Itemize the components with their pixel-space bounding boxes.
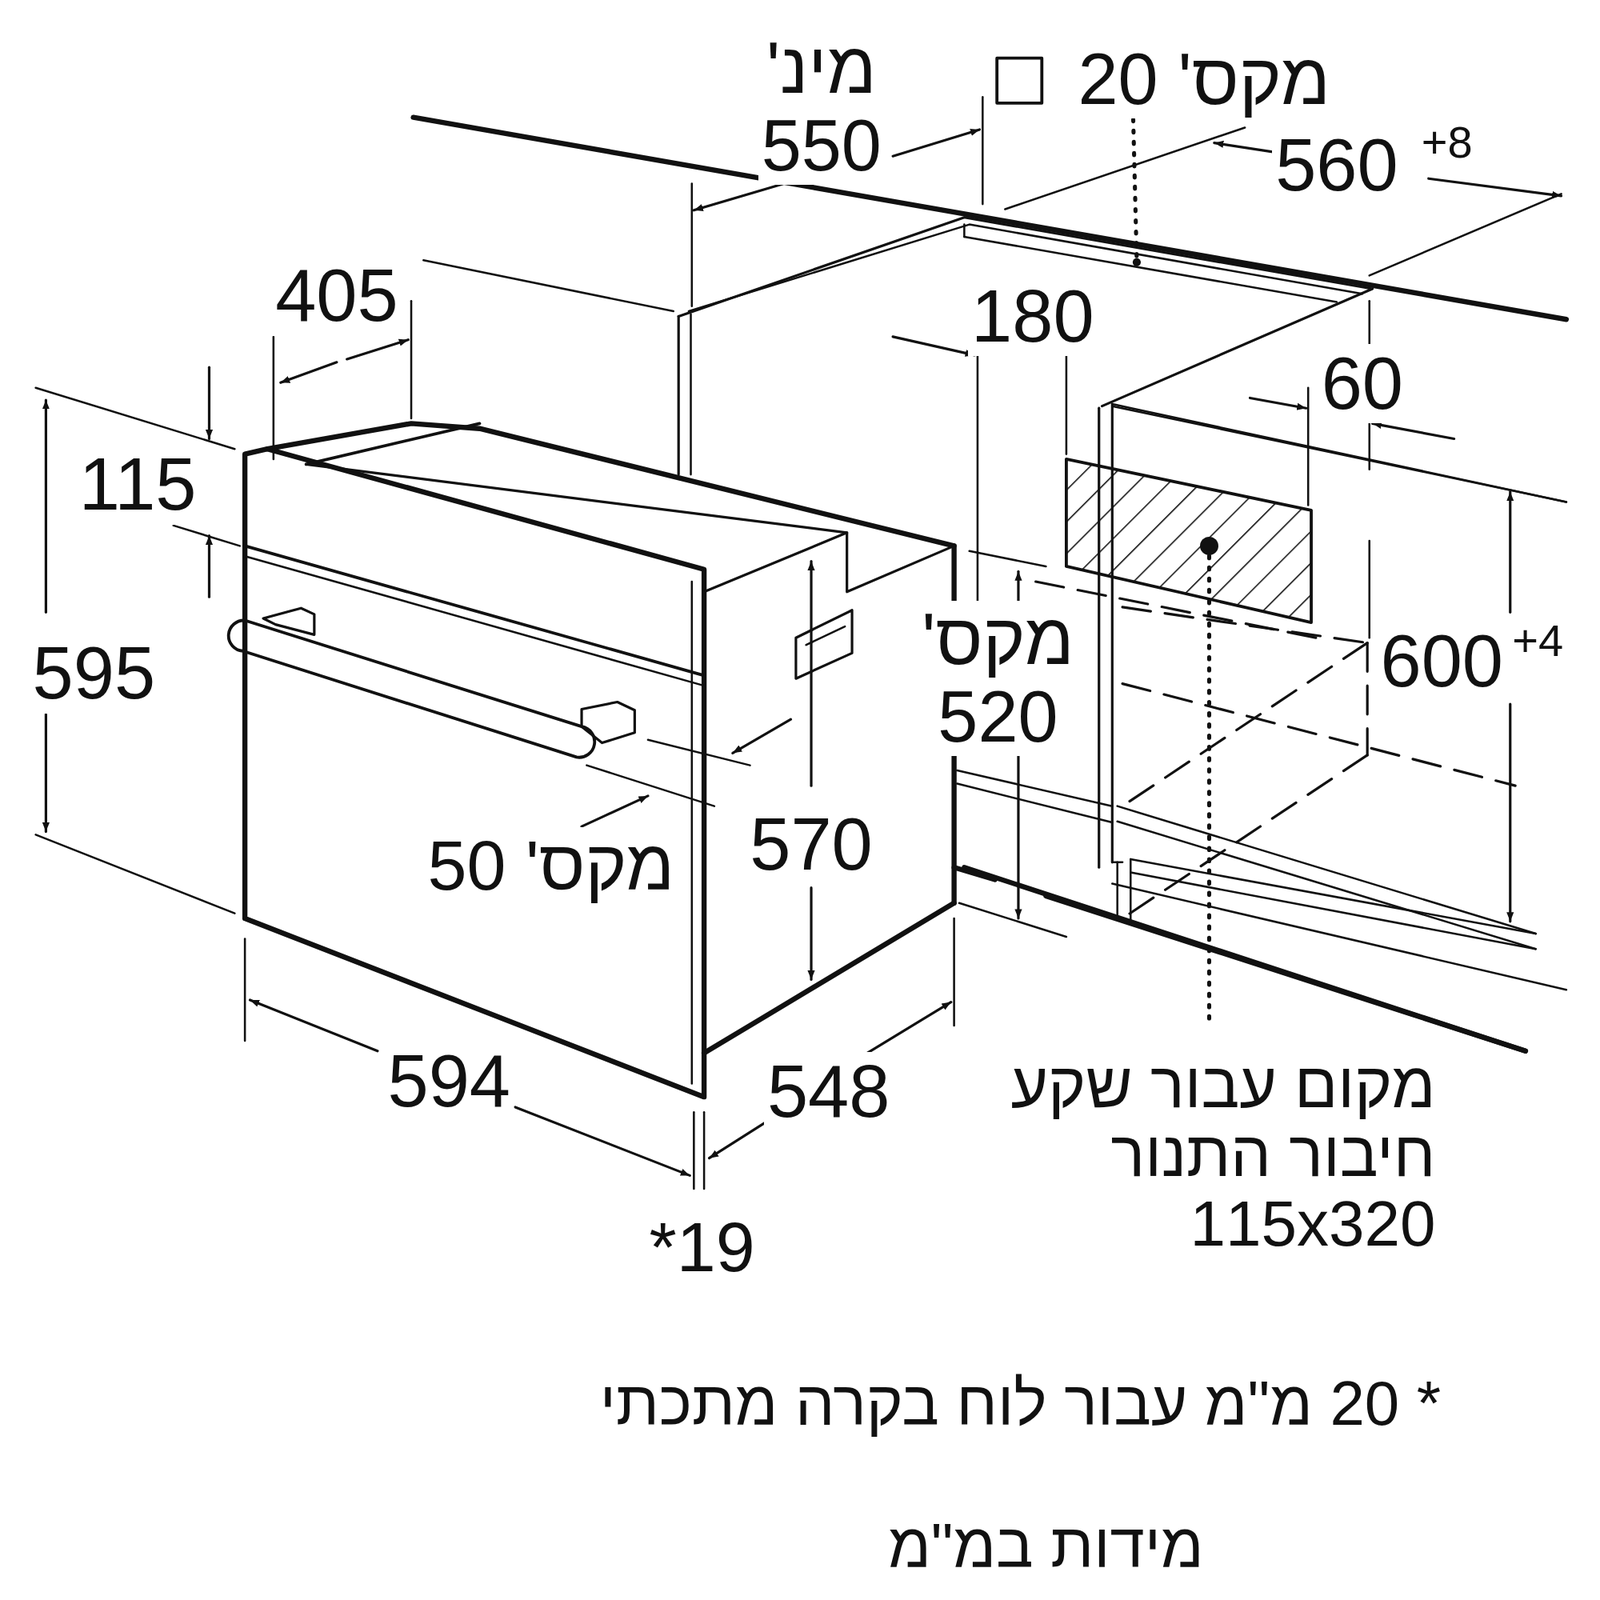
dimension-label: 600 [1377,621,1508,701]
dimension-label: 560 [1272,125,1402,205]
dimension-label: 180 [968,276,1098,356]
footnote: * 20 מ"מ עבור לוח בקרה מתכתי [596,1369,1444,1437]
dimension-label: מקס' 20 [1074,40,1333,119]
tolerance-label: +8 [1418,118,1476,167]
dimension-label: מקס' 520 [918,600,1077,756]
tolerance-label: +4 [1508,616,1567,665]
dimension-label: 548 [764,1052,894,1132]
dimension-label: 60 [1318,344,1407,424]
socket-note: מקום עבור שקע חיבור התנור 115x320 [920,1051,1439,1259]
dimension-label: 570 [746,804,876,884]
dimension-label: מקס' 50 [424,827,678,904]
dimension-label: 115 [76,444,200,524]
dimension-label: 405 [272,256,402,336]
dimension-label: מינ' 550 [758,29,885,185]
dimension-label: 595 [29,633,160,713]
dimension-label: *19 [645,1208,758,1285]
units-note: מידות במ"מ [884,1512,1207,1580]
dimension-label: 594 [384,1041,514,1121]
